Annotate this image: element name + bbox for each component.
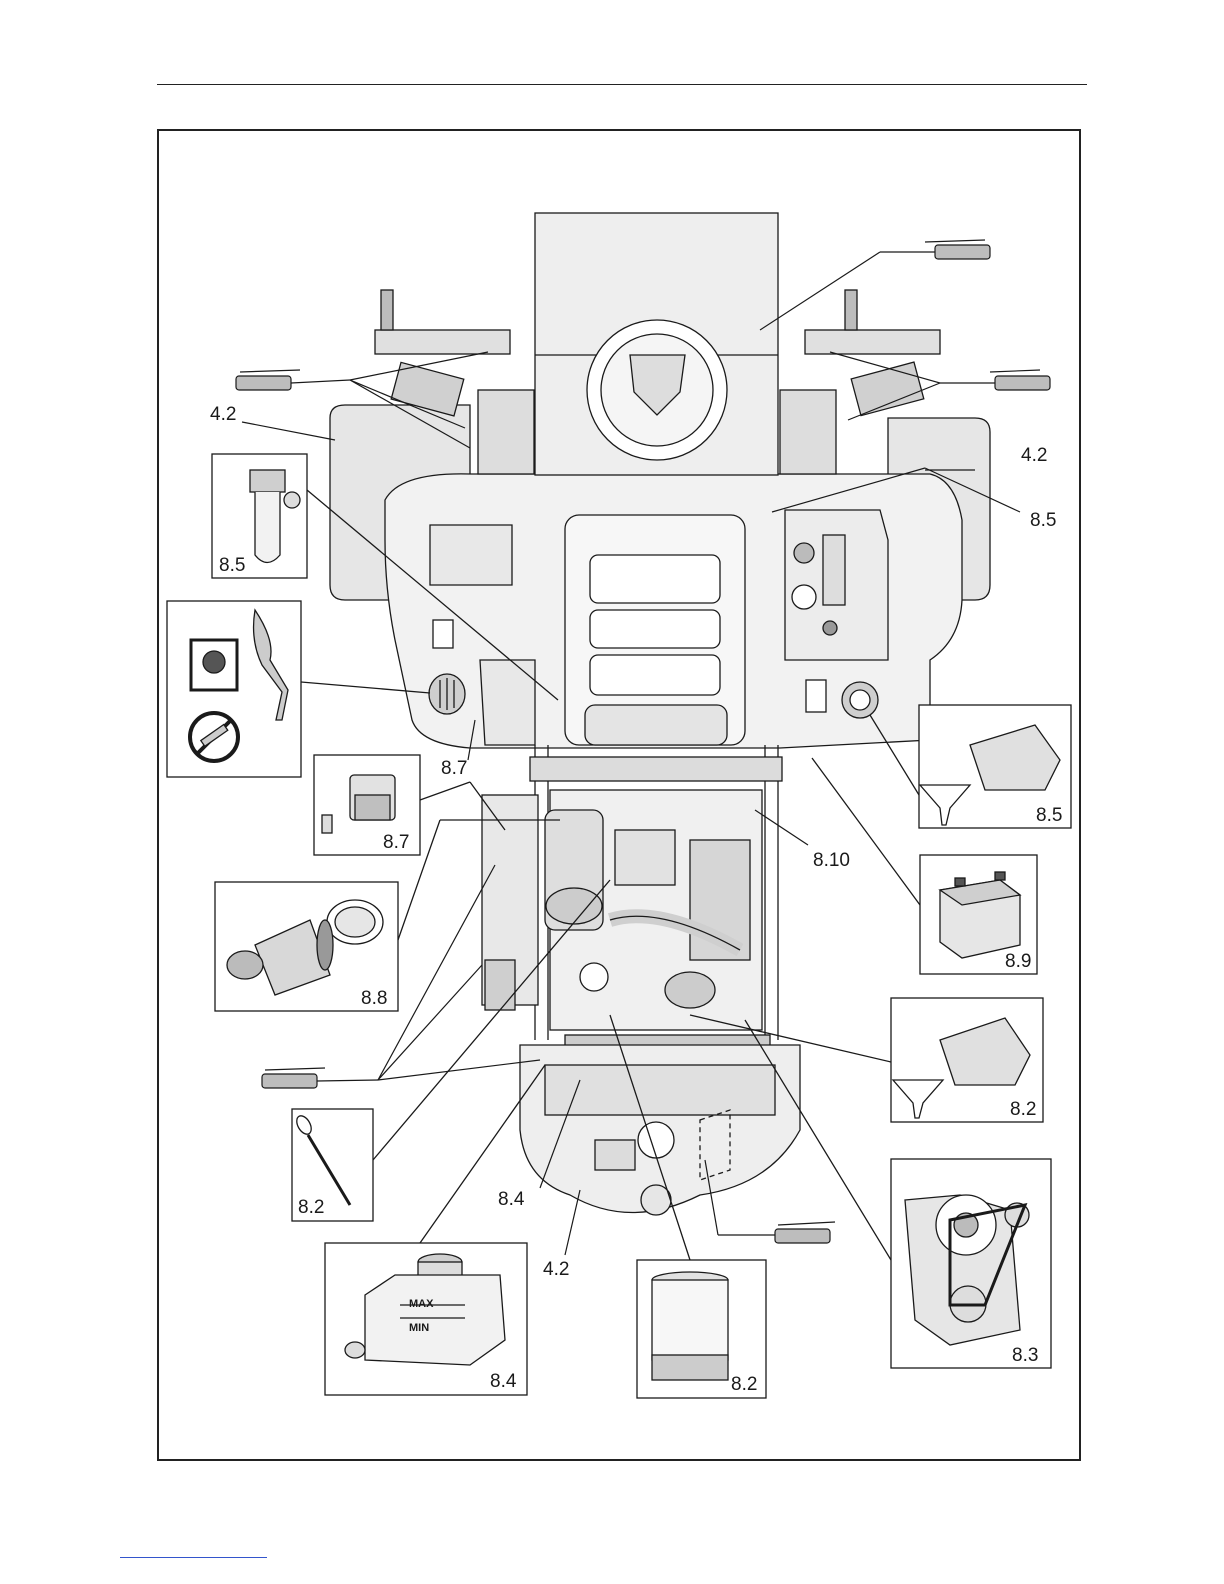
label-8-8-air-filter: 8.8 [361, 988, 387, 1009]
warning-decal-right [806, 680, 826, 712]
label-8-2-engine-oil: 8.2 [1010, 1099, 1036, 1120]
label-8-10: 8.10 [813, 850, 850, 871]
left-control-arm [375, 330, 510, 354]
inset-fuel-filter [314, 755, 505, 855]
label-8-5-hyd-oil: 8.5 [1036, 805, 1062, 826]
label-4-2-bottom: 4.2 [543, 1259, 569, 1280]
cross-member [530, 757, 782, 781]
label-8-4-main: 8.4 [498, 1189, 525, 1210]
label-4-2-right: 4.2 [1021, 445, 1047, 466]
grease-gun-icon-top [760, 240, 990, 330]
label-8-7-main: 8.7 [441, 758, 467, 779]
label-4-2-left: 4.2 [210, 404, 236, 425]
inset-fuel-safety [167, 601, 430, 777]
warning-decal-left [433, 620, 453, 648]
right-control-arm [805, 330, 940, 354]
label-8-4-coolant: 8.4 [490, 1371, 517, 1392]
coolant-min-mark: MIN [409, 1322, 429, 1334]
label-8-9-battery: 8.9 [1005, 951, 1031, 972]
label-8-5-right: 8.5 [1030, 510, 1056, 531]
coolant-max-mark: MAX [409, 1298, 434, 1310]
label-8-5-hyd-filter: 8.5 [219, 555, 245, 576]
label-8-2-oil-filter: 8.2 [731, 1374, 757, 1395]
coolant-cap [580, 963, 608, 991]
label-8-3-belt: 8.3 [1012, 1345, 1038, 1366]
label-8-7-fuel-filter: 8.7 [383, 832, 409, 853]
label-8-2-dipstick: 8.2 [298, 1197, 324, 1218]
